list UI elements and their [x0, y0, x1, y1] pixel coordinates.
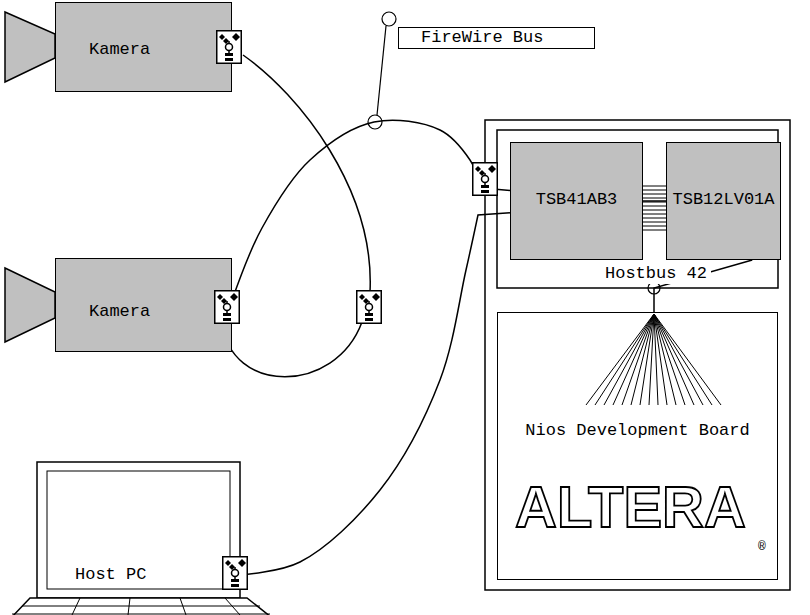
laptop-keyboard — [0, 598, 300, 615]
camera-box: Kamera — [55, 258, 232, 352]
bus-line — [643, 230, 666, 231]
bus-connector — [643, 200, 666, 202]
fan-line — [654, 314, 721, 405]
leader-line — [377, 26, 386, 115]
firewire-cable — [232, 120, 510, 300]
fan-line — [654, 314, 712, 405]
bus-line — [643, 202, 666, 203]
fan-line — [654, 314, 676, 405]
fan-line — [654, 314, 703, 405]
bus-label: Hostbus 42 — [603, 264, 711, 284]
fan-line — [604, 314, 654, 405]
host-pc-screen: Host PC — [37, 462, 240, 598]
fan-line — [649, 314, 654, 405]
bus-line — [643, 194, 666, 195]
camera-lens — [5, 268, 55, 342]
logo-text: ALTERA — [515, 474, 746, 540]
firewire-cable — [222, 322, 362, 377]
fan-line — [613, 314, 654, 405]
bus-line — [643, 198, 666, 199]
hostbus-fan — [586, 314, 721, 405]
camera-box: Kamera — [55, 2, 232, 92]
bus-line — [643, 186, 666, 187]
keyboard-keys — [12, 598, 270, 615]
registered-mark: ® — [758, 540, 766, 554]
board-section: Nios Development Board — [497, 312, 778, 580]
node-label: TSB41AB3 — [536, 190, 618, 210]
node-label: Kamera — [89, 302, 150, 322]
chip-box: TSB41AB3 — [510, 142, 643, 260]
node-label: TSB12LV01A — [672, 190, 774, 210]
firewire-port — [217, 31, 242, 64]
fan-line — [595, 314, 654, 405]
firewire-port — [357, 291, 382, 324]
firewire-cable — [243, 55, 370, 292]
fan-line — [586, 314, 654, 405]
bus-line — [643, 226, 666, 227]
bus-line — [643, 222, 666, 223]
fan-line — [631, 314, 654, 405]
firewire-port — [473, 163, 498, 196]
fan-line — [654, 314, 685, 405]
laptop-screen — [37, 462, 240, 598]
firewire-port — [215, 291, 240, 324]
bus-line — [643, 218, 666, 219]
camera-lens — [5, 12, 55, 82]
callout-box: FireWire Bus — [398, 27, 595, 49]
fan-line — [622, 314, 654, 405]
board-outline — [485, 120, 790, 590]
firewire-cable — [240, 213, 510, 575]
bus-line — [643, 214, 666, 215]
bus-lines — [643, 186, 666, 230]
callout-circle — [382, 12, 396, 26]
node-label: Host PC — [75, 565, 146, 585]
bus-line — [643, 210, 666, 211]
chip-box: TSB12LV01A — [666, 142, 781, 260]
node-label: Nios Development Board — [525, 421, 749, 441]
firewire-port — [223, 557, 248, 590]
node-label: Kamera — [89, 40, 150, 60]
bus-line — [643, 206, 666, 207]
bus-line — [643, 190, 666, 191]
laptop-screen-inner — [47, 471, 230, 589]
fan-line — [640, 314, 654, 405]
